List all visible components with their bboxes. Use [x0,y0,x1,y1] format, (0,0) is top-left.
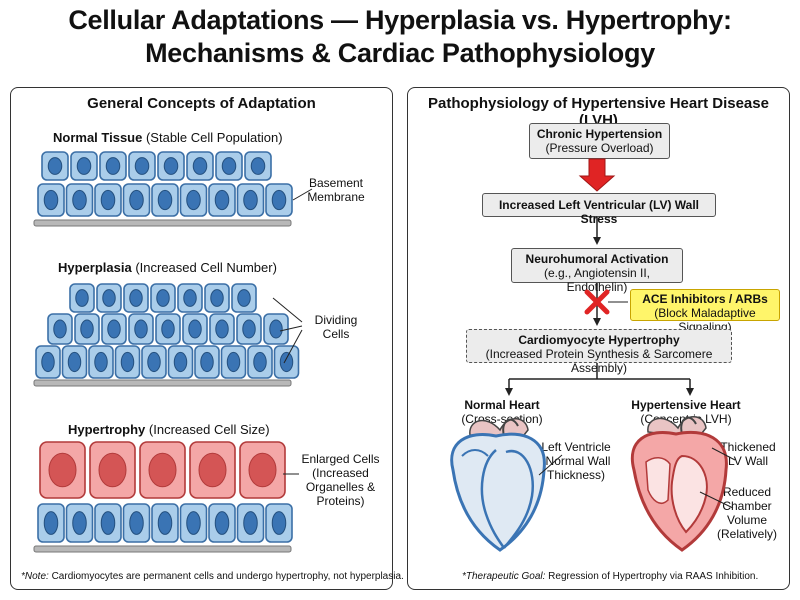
hyperplasia-cell [182,313,208,345]
hyperplasia-cell [209,313,235,345]
basement-membrane-hyperplasia [33,379,292,387]
normal-cell [236,183,265,217]
normal-cell [37,183,65,217]
basement-membrane-normal [33,219,292,227]
thickened-lv-wall-label: Thickened LV Wall [720,440,776,468]
normal-cell [244,151,272,181]
normal-cell [65,503,94,543]
lv-callout-line [538,454,563,476]
enlarged-cells-callout: Enlarged Cells (Increased Organelles & P… [301,452,380,508]
normal-cell [99,151,127,181]
hypertrophy-label: Hypertrophy (Increased Cell Size) [68,422,270,437]
enlarged-cell [139,441,186,499]
hyperplasia-cell [273,345,300,379]
normal-cell [128,151,156,181]
connector-branch [508,363,691,390]
pressure-arrow [578,158,616,192]
hyperplasia-cell [123,283,149,313]
normal-heart-illustration [450,418,546,552]
basement-callout-line [292,188,313,201]
normal-cell [179,183,208,217]
main-title: Cellular Adaptations — Hyperplasia vs. H… [0,4,800,70]
hyperplasia-cell [177,283,203,313]
normal-cell [41,151,69,181]
hyperplasia-cell [236,313,262,345]
hyperplasia-cell [114,345,141,379]
main-title-line2: Mechanisms & Cardiac Pathophysiology [145,38,655,68]
general-concepts-title: General Concepts of Adaptation [87,95,316,112]
hyperplasia-cell [74,313,100,345]
normal-cell [70,151,98,181]
hyperplasia-cell [35,345,61,379]
reduced-chamber-callout-line [699,491,734,509]
lv-wall-stress-box: Increased Left Ventricular (LV) Wall Str… [482,193,716,226]
enlarged-cell [89,441,136,499]
block-x-icon [584,289,610,315]
hyperplasia-cell [263,313,289,345]
hyperplasia-cell [141,345,167,379]
enlarged-cell [189,441,236,499]
normal-cell [37,503,65,543]
main-title-line1: Cellular Adaptations — Hyperplasia vs. H… [68,5,732,35]
hyperplasia-cell [231,283,257,313]
normal-cell [215,151,243,181]
hyperplasia-cell [96,283,122,313]
normal-cell [265,503,293,543]
neurohumoral-activation-box: Neurohumoral Activation(e.g., Angiotensi… [511,248,683,294]
normal-cell [265,183,293,217]
normal-cell [208,183,236,217]
enlarged-cell [39,441,86,499]
hyperplasia-cell [247,345,273,379]
hyperplasia-cell [155,313,181,345]
normal-cell [236,503,265,543]
normal-cell [157,151,185,181]
hyperplasia-cell [69,283,95,313]
hyperplasia-cell [61,345,88,379]
dividing-callout-line-2 [279,325,303,332]
dividing-callout-line-1 [272,297,303,323]
hyperplasia-cell [128,313,154,345]
hyperplasia-cell [150,283,176,313]
normal-cell [186,151,214,181]
normal-cell [122,183,151,217]
left-note: *Note: Cardiomyocytes are permanent cell… [21,571,404,582]
normal-tissue-label: Normal Tissue (Stable Cell Population) [53,130,283,145]
normal-cell [65,183,94,217]
branch-arrow-normal [505,388,513,396]
enlarged-cell [239,441,286,499]
hyperplasia-cell [204,283,230,313]
hyperplasia-cell [220,345,247,379]
basement-membrane-hypertrophy [33,545,292,553]
branch-arrow-lvh [686,388,694,396]
ace-inhibitors-box: ACE Inhibitors / ARBs(Block Maladaptive … [630,289,780,334]
normal-cell [179,503,208,543]
hyperplasia-cell [88,345,114,379]
hypertensive-heart-illustration [630,416,728,552]
hyperplasia-cell [167,345,194,379]
dividing-callout-line-3 [283,329,303,364]
chronic-hypertension-box: Chronic Hypertension(Pressure Overload) [529,123,670,159]
normal-cell [151,503,179,543]
hyperplasia-label: Hyperplasia (Increased Cell Number) [58,260,277,275]
normal-cell [122,503,151,543]
hyperplasia-cell [101,313,127,345]
normal-cell [208,503,236,543]
hyperplasia-cell [47,313,73,345]
normal-cell [94,503,122,543]
cardiomyocyte-hypertrophy-box: Cardiomyocyte Hypertrophy(Increased Prot… [466,329,732,375]
hyperplasia-cell [194,345,220,379]
normal-cell [151,183,179,217]
thickened-wall-callout-line [711,447,736,461]
normal-cell [94,183,122,217]
therapeutic-goal-note: *Therapeutic Goal: Regression of Hypertr… [462,571,759,582]
reduced-chamber-label: Reduced Chamber Volume (Relatively) [716,485,777,541]
